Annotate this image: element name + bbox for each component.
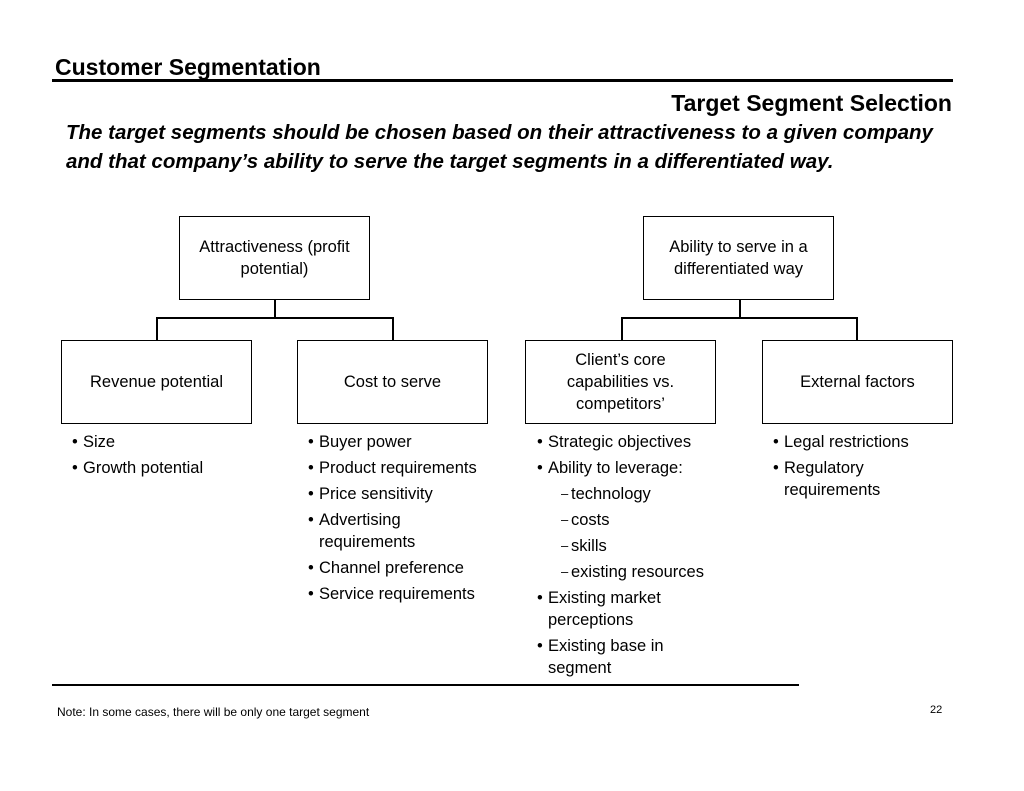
list-item: Size bbox=[72, 431, 252, 453]
list-item: Regulatory requirements bbox=[773, 457, 953, 501]
page-number: 22 bbox=[930, 704, 943, 716]
core-capabilities-list: Strategic objectives Ability to leverage… bbox=[537, 431, 727, 683]
list-item: Channel preference bbox=[308, 557, 488, 579]
cost-to-serve-box: Cost to serve bbox=[297, 340, 488, 424]
list-item: Growth potential bbox=[72, 457, 252, 479]
list-item: Ability to leverage: bbox=[537, 457, 727, 479]
list-item: Service requirements bbox=[308, 583, 488, 605]
list-item: Legal restrictions bbox=[773, 431, 953, 453]
page-title: Customer Segmentation bbox=[55, 54, 321, 80]
intro-statement: The target segments should be chosen bas… bbox=[66, 121, 933, 173]
ability-to-serve-box: Ability to serve in a differentiated way bbox=[643, 216, 834, 300]
external-factors-box: External factors bbox=[762, 340, 953, 424]
title-divider bbox=[52, 79, 953, 82]
page-subtitle: Target Segment Selection bbox=[671, 90, 952, 116]
revenue-potential-list: Size Growth potential bbox=[72, 431, 252, 483]
connector-line bbox=[856, 317, 858, 341]
list-item: Strategic objectives bbox=[537, 431, 727, 453]
connector-line bbox=[156, 317, 393, 319]
connector-line bbox=[274, 300, 276, 318]
attractiveness-box: Attractiveness (profit potential) bbox=[179, 216, 370, 300]
footer-divider bbox=[52, 684, 799, 686]
core-capabilities-box: Client’s core capabilities vs. competito… bbox=[525, 340, 716, 424]
connector-line bbox=[739, 300, 741, 318]
list-item: Buyer power bbox=[308, 431, 488, 453]
list-item: Existing base in segment bbox=[537, 635, 727, 679]
connector-line bbox=[621, 317, 623, 341]
list-item: Price sensitivity bbox=[308, 483, 488, 505]
cost-to-serve-list: Buyer power Product requirements Price s… bbox=[308, 431, 488, 609]
revenue-potential-box: Revenue potential bbox=[61, 340, 252, 424]
list-item: Existing market perceptions bbox=[537, 587, 727, 631]
sub-list-item: existing resources bbox=[537, 561, 727, 583]
connector-line bbox=[156, 317, 158, 341]
external-factors-list: Legal restrictions Regulatory requiremen… bbox=[773, 431, 953, 505]
footnote: Note: In some cases, there will be only … bbox=[57, 705, 370, 719]
sub-list-item: technology bbox=[537, 483, 727, 505]
list-item: Product requirements bbox=[308, 457, 488, 479]
sub-list-item: costs bbox=[537, 509, 727, 531]
list-item: Advertising requirements bbox=[308, 509, 488, 553]
sub-list-item: skills bbox=[537, 535, 727, 557]
connector-line bbox=[621, 317, 858, 319]
connector-line bbox=[392, 317, 394, 341]
